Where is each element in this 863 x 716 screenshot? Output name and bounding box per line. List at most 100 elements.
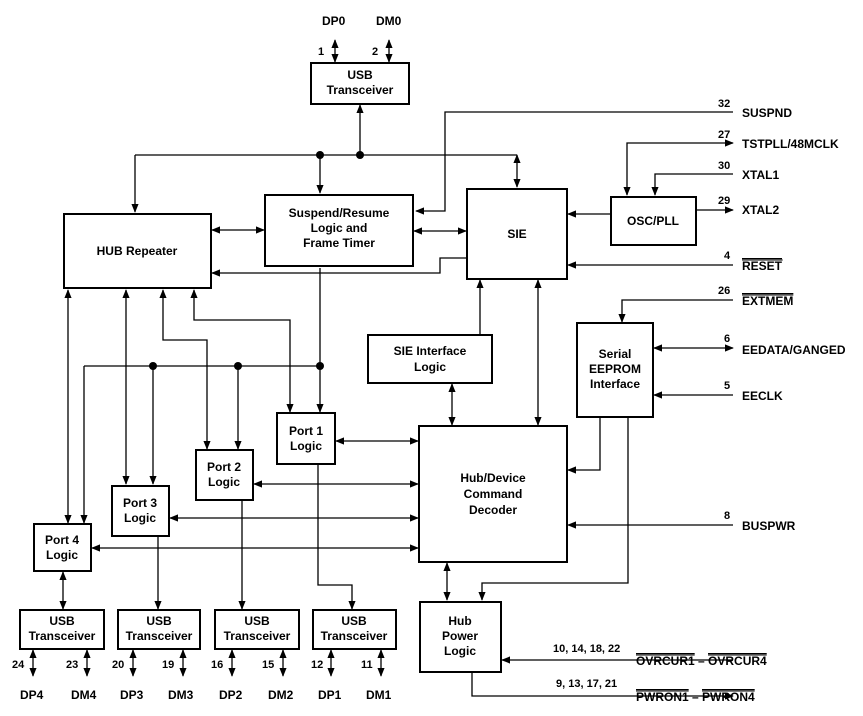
signal-eeclk: EECLK: [742, 389, 783, 403]
hub-power-line3: Logic: [444, 644, 476, 658]
wire-pwron: [471, 673, 734, 700]
pin-dp2: 16: [211, 659, 223, 671]
osc-label: OSC/PLL: [627, 214, 679, 228]
usb-top-line1: USB: [347, 68, 373, 82]
signal-pwron-sep: –: [689, 690, 702, 704]
junction-dots: [149, 151, 364, 370]
signal-eedata: EEDATA/GANGED: [742, 343, 846, 357]
signal-dp0: DP0: [322, 14, 346, 28]
signal-pwron-first: PWRON1: [636, 690, 689, 704]
signal-labels: DP0 DM0 SUSPND TSTPLL/48MCLK XTAL1 XTAL2…: [20, 14, 846, 704]
usb3-line1: USB: [146, 614, 172, 628]
signal-tstpll: TSTPLL/48MCLK: [742, 137, 839, 151]
sie-interface-line1: SIE Interface: [394, 344, 467, 358]
decoder-line3: Decoder: [469, 503, 517, 517]
pin-buspwr: 8: [724, 510, 730, 522]
sie-interface-line2: Logic: [414, 360, 446, 374]
signal-ovrcur-first: OVRCUR1: [636, 654, 695, 668]
port1-logic-block: Port 1 Logic: [276, 412, 336, 465]
pin-dm4: 23: [66, 659, 78, 671]
hub-repeater-block: HUB Repeater: [63, 213, 212, 289]
usb3-line2: Transceiver: [126, 629, 193, 643]
suspend-line1: Suspend/Resume: [289, 206, 390, 220]
wire-hub-port2: [159, 289, 211, 450]
hub-power-logic-block: Hub Power Logic: [419, 601, 502, 673]
usb-transceiver-top: USB Transceiver: [310, 62, 410, 105]
signal-buspwr: BUSPWR: [742, 519, 796, 533]
wire-eeprom-decoder: [567, 418, 601, 474]
signal-dm3: DM3: [168, 688, 194, 702]
wire-eeprom-power: [478, 418, 629, 601]
suspend-line3: Frame Timer: [303, 236, 375, 250]
pin-dp4: 24: [12, 659, 25, 671]
usb4-line2: Transceiver: [29, 629, 96, 643]
port3-line1: Port 3: [123, 496, 157, 510]
hub-power-line1: Hub: [448, 614, 471, 628]
pin-xtal2: 29: [718, 195, 730, 207]
signal-reset: RESET: [742, 259, 783, 273]
junction-dot: [234, 362, 242, 370]
sie-interface-block: SIE Interface Logic: [367, 334, 493, 384]
port4-line1: Port 4: [45, 533, 79, 547]
signal-ovrcur-last: OVRCUR4: [708, 654, 767, 668]
signal-dm2: DM2: [268, 688, 294, 702]
pin-extmem: 26: [718, 285, 730, 297]
pin-dp0: 1: [318, 46, 324, 58]
usb4-line1: USB: [49, 614, 75, 628]
wire-hub-port1: [190, 289, 294, 413]
hub-power-line2: Power: [442, 629, 478, 643]
sie-block: SIE: [466, 188, 568, 280]
junction-dot: [356, 151, 364, 159]
usb-top-line2: Transceiver: [327, 83, 394, 97]
pin-reset: 4: [724, 250, 731, 262]
usb1-line2: Transceiver: [321, 629, 388, 643]
port4-logic-block: Port 4 Logic: [33, 523, 92, 572]
signal-xtal1: XTAL1: [742, 168, 779, 182]
pin-tstpll: 27: [718, 129, 730, 141]
sie-label: SIE: [507, 227, 526, 241]
junction-dot: [316, 151, 324, 159]
signal-dm0: DM0: [376, 14, 402, 28]
signal-ovrcur-sep: –: [695, 654, 708, 668]
usb2-line2: Transceiver: [224, 629, 291, 643]
usb1-line1: USB: [341, 614, 367, 628]
signal-dp3: DP3: [120, 688, 144, 702]
wire-port1-usb: [317, 465, 356, 610]
usb-transceiver-4: USB Transceiver: [19, 609, 105, 650]
wire-suspnd: [415, 111, 733, 215]
port1-line2: Logic: [290, 439, 322, 453]
pin-eeclk: 5: [724, 380, 730, 392]
port2-line1: Port 2: [207, 460, 241, 474]
port2-logic-block: Port 2 Logic: [195, 449, 254, 501]
usb2-line1: USB: [244, 614, 270, 628]
hub-repeater-label: HUB Repeater: [97, 244, 178, 258]
signal-xtal2: XTAL2: [742, 203, 779, 217]
pin-dm3: 19: [162, 659, 174, 671]
signal-pwron: PWRON1 – PWRON4: [636, 690, 755, 704]
connection-lines: [29, 39, 734, 700]
junction-dot: [316, 362, 324, 370]
signal-ovrcur: OVRCUR1 – OVRCUR4: [636, 654, 767, 668]
signal-dp4: DP4: [20, 688, 44, 702]
pin-dp1: 12: [311, 659, 323, 671]
pin-numbers: 1 2 32 27 30 29 4 26 6 5 8 10, 14, 18, 2…: [12, 46, 731, 690]
junction-dot: [149, 362, 157, 370]
eeprom-line3: Interface: [590, 377, 640, 391]
pin-dm2: 15: [262, 659, 274, 671]
command-decoder-block: Hub/Device Command Decoder: [418, 425, 568, 563]
suspend-line2: Logic and: [311, 221, 368, 235]
port3-line2: Logic: [124, 511, 156, 525]
wire-sie-hub: [211, 257, 466, 277]
usb-transceiver-2: USB Transceiver: [214, 609, 300, 650]
eeprom-line1: Serial: [599, 347, 632, 361]
pin-xtal1: 30: [718, 160, 730, 172]
pin-pwron: 9, 13, 17, 21: [556, 678, 617, 690]
eeprom-line2: EEPROM: [589, 362, 641, 376]
pin-suspnd: 32: [718, 98, 730, 110]
signal-pwron-last: PWRON4: [702, 690, 755, 704]
decoder-line2: Command: [464, 487, 523, 501]
signal-dp2: DP2: [219, 688, 243, 702]
usb-transceiver-1: USB Transceiver: [312, 609, 397, 650]
